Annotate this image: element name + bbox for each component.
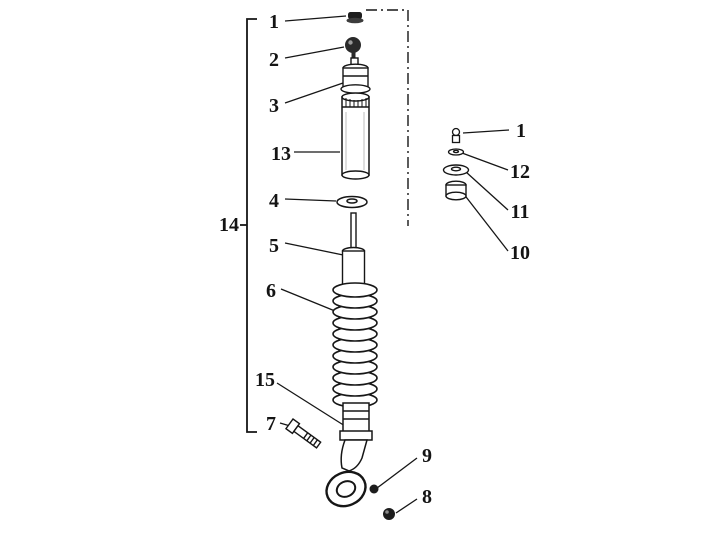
part-label-1-main: 1 — [269, 11, 279, 33]
part-label-12: 12 — [510, 161, 530, 183]
part-label-6: 6 — [266, 280, 276, 302]
part-label-4: 4 — [269, 190, 279, 212]
part-1-right-screw — [451, 127, 461, 144]
part-8-nut — [383, 508, 395, 520]
part-label-11: 11 — [510, 201, 530, 223]
part-label-3: 3 — [269, 95, 279, 117]
leader-lines — [276, 15, 510, 514]
part-label-7: 7 — [266, 413, 276, 435]
part-label-8: 8 — [422, 486, 432, 508]
part-label-13: 13 — [271, 143, 291, 165]
part-10-bushing — [445, 180, 467, 201]
lower-eye-mount — [325, 439, 368, 508]
part-7-bolt — [284, 418, 322, 449]
part-13-shock-cartridge — [341, 92, 370, 180]
part-12-washer — [447, 148, 465, 156]
part-label-10: 10 — [510, 242, 530, 264]
part-label-14: 14 — [219, 214, 239, 236]
part-label-9: 9 — [422, 445, 432, 467]
part-11-washer — [442, 164, 470, 176]
part-15-lower-tube — [339, 402, 373, 441]
part-4-spring-seat-washer — [336, 195, 368, 209]
part-9-nut — [369, 484, 379, 494]
part-label-5: 5 — [269, 235, 279, 257]
part-3-upper-mount — [340, 57, 371, 94]
part-label-15: 15 — [255, 369, 275, 391]
part-5-damper-rod — [341, 212, 366, 290]
assembly-bracket-14 — [240, 18, 257, 433]
part-label-2: 2 — [269, 49, 279, 71]
frame-phantom-line — [366, 9, 409, 226]
part-1-top-cap — [346, 12, 364, 24]
part-2-ball-joint — [345, 37, 361, 60]
part-label-1-right: 1 — [516, 120, 526, 142]
part-6-coil-spring — [332, 282, 378, 408]
